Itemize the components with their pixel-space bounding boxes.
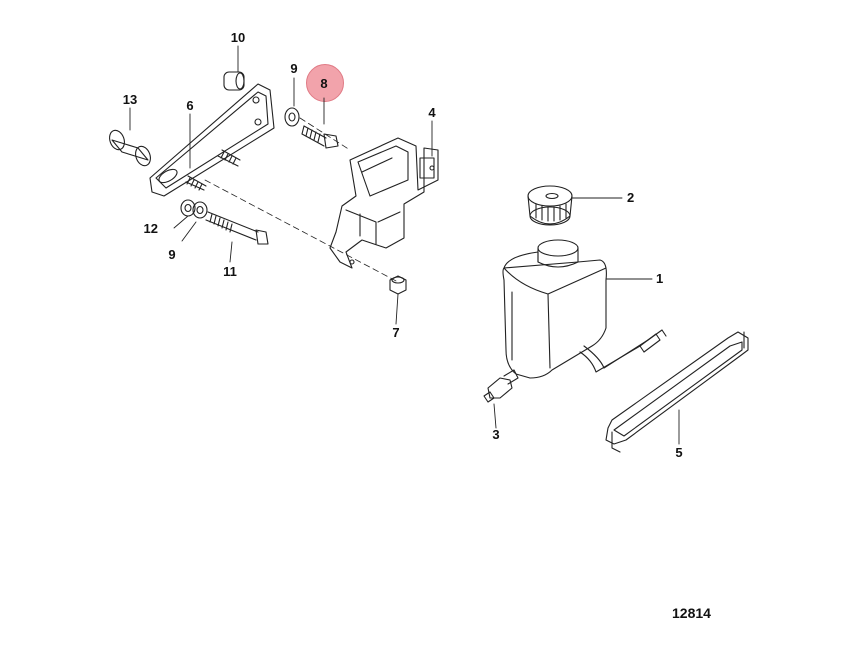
assembly-centerline xyxy=(204,117,399,283)
washers-lower-parts-9-12 xyxy=(180,199,208,219)
cap-part-2 xyxy=(527,185,573,226)
callout-7[interactable]: 7 xyxy=(392,325,400,340)
strap-part-5 xyxy=(605,331,749,453)
sleeve-part-13 xyxy=(109,129,151,167)
callout-11[interactable]: 11 xyxy=(223,264,237,279)
mounting-bracket-part-4 xyxy=(329,137,439,269)
reservoir-tank-part-1 xyxy=(502,239,667,379)
callout-10[interactable]: 10 xyxy=(230,30,246,45)
callout-6[interactable]: 6 xyxy=(186,98,194,113)
leader-lines xyxy=(129,45,680,445)
callout-13[interactable]: 13 xyxy=(122,92,138,107)
callout-5[interactable]: 5 xyxy=(675,445,683,460)
callout-1[interactable]: 1 xyxy=(656,271,664,286)
figure-number: 12814 xyxy=(672,605,711,621)
nut-part-7 xyxy=(389,275,407,295)
washer-part-9-top xyxy=(284,107,300,127)
selected-part-highlight[interactable] xyxy=(306,64,344,102)
callout-8-selected[interactable]: 8 xyxy=(320,76,328,91)
callout-4[interactable]: 4 xyxy=(428,105,436,120)
bolt-part-11 xyxy=(205,211,269,245)
fitting-part-3 xyxy=(483,369,519,403)
callout-9-lower[interactable]: 9 xyxy=(168,247,176,262)
callout-2[interactable]: 2 xyxy=(627,190,635,205)
spacer-part-10 xyxy=(223,71,245,91)
callout-12[interactable]: 12 xyxy=(143,221,158,236)
callout-9-top[interactable]: 9 xyxy=(290,61,298,76)
bracket-plate-part-6 xyxy=(149,83,275,197)
callout-3[interactable]: 3 xyxy=(492,427,500,442)
bolt-part-8 xyxy=(301,125,339,149)
